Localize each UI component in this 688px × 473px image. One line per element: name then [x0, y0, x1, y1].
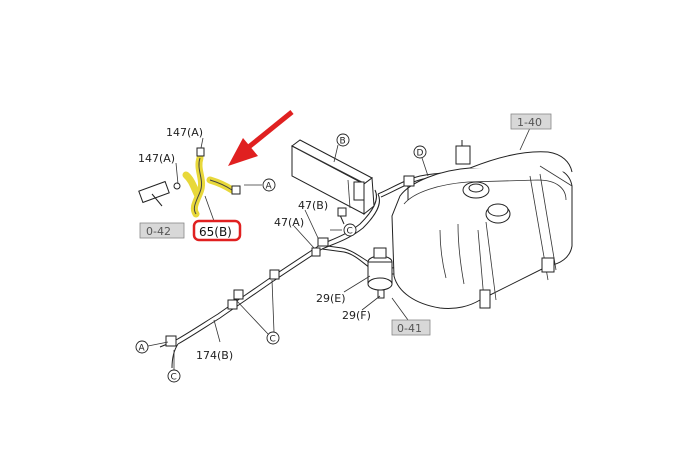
circle-marker-c-lower: C [167, 369, 181, 383]
leaders-47 [293, 209, 342, 249]
ref-box-0-42: 0-42 [139, 222, 185, 239]
circle-marker-d: D [413, 145, 429, 177]
fuel-pump-unit [367, 247, 405, 299]
leaders-upper-left [175, 137, 262, 222]
label-147a-left: 147(A) [138, 152, 175, 165]
ref-box-1-40: 1-40 [510, 113, 552, 151]
highlighted-hose [182, 154, 236, 218]
svg-text:A: A [266, 182, 273, 192]
callout-65b: 65(B) [192, 219, 242, 242]
leaders-29 [343, 275, 409, 321]
svg-text:0-42: 0-42 [146, 225, 171, 238]
ref-box-0-41: 0-41 [391, 319, 431, 336]
circle-marker-c-right: C [266, 331, 280, 345]
leaders-lower [147, 279, 275, 370]
label-174b: 174(B) [196, 349, 233, 362]
svg-text:0-41: 0-41 [397, 322, 422, 335]
line-clips [165, 207, 347, 347]
circle-marker-b: B [333, 133, 350, 163]
svg-text:A: A [139, 344, 146, 354]
circle-marker-c-mid: C [343, 223, 357, 237]
svg-text:C: C [171, 373, 177, 383]
label-65b: 65(B) [199, 225, 232, 239]
svg-text:1-40: 1-40 [517, 116, 542, 129]
circle-marker-a-lower: A [135, 340, 149, 354]
circle-marker-a-upper: A [262, 178, 276, 192]
svg-text:C: C [270, 335, 276, 345]
filter-housing [291, 139, 375, 216]
label-147a-top: 147(A) [166, 126, 203, 139]
label-29f: 29(F) [342, 309, 371, 322]
svg-text:D: D [417, 149, 424, 159]
svg-text:C: C [347, 227, 353, 237]
hose-clamps [138, 147, 241, 207]
label-47b: 47(B) [298, 199, 328, 212]
label-29e: 29(E) [316, 292, 346, 305]
svg-text:B: B [340, 137, 346, 147]
pointer-arrow [228, 110, 294, 166]
fuel-tank [391, 140, 573, 309]
label-47a: 47(A) [274, 216, 304, 229]
